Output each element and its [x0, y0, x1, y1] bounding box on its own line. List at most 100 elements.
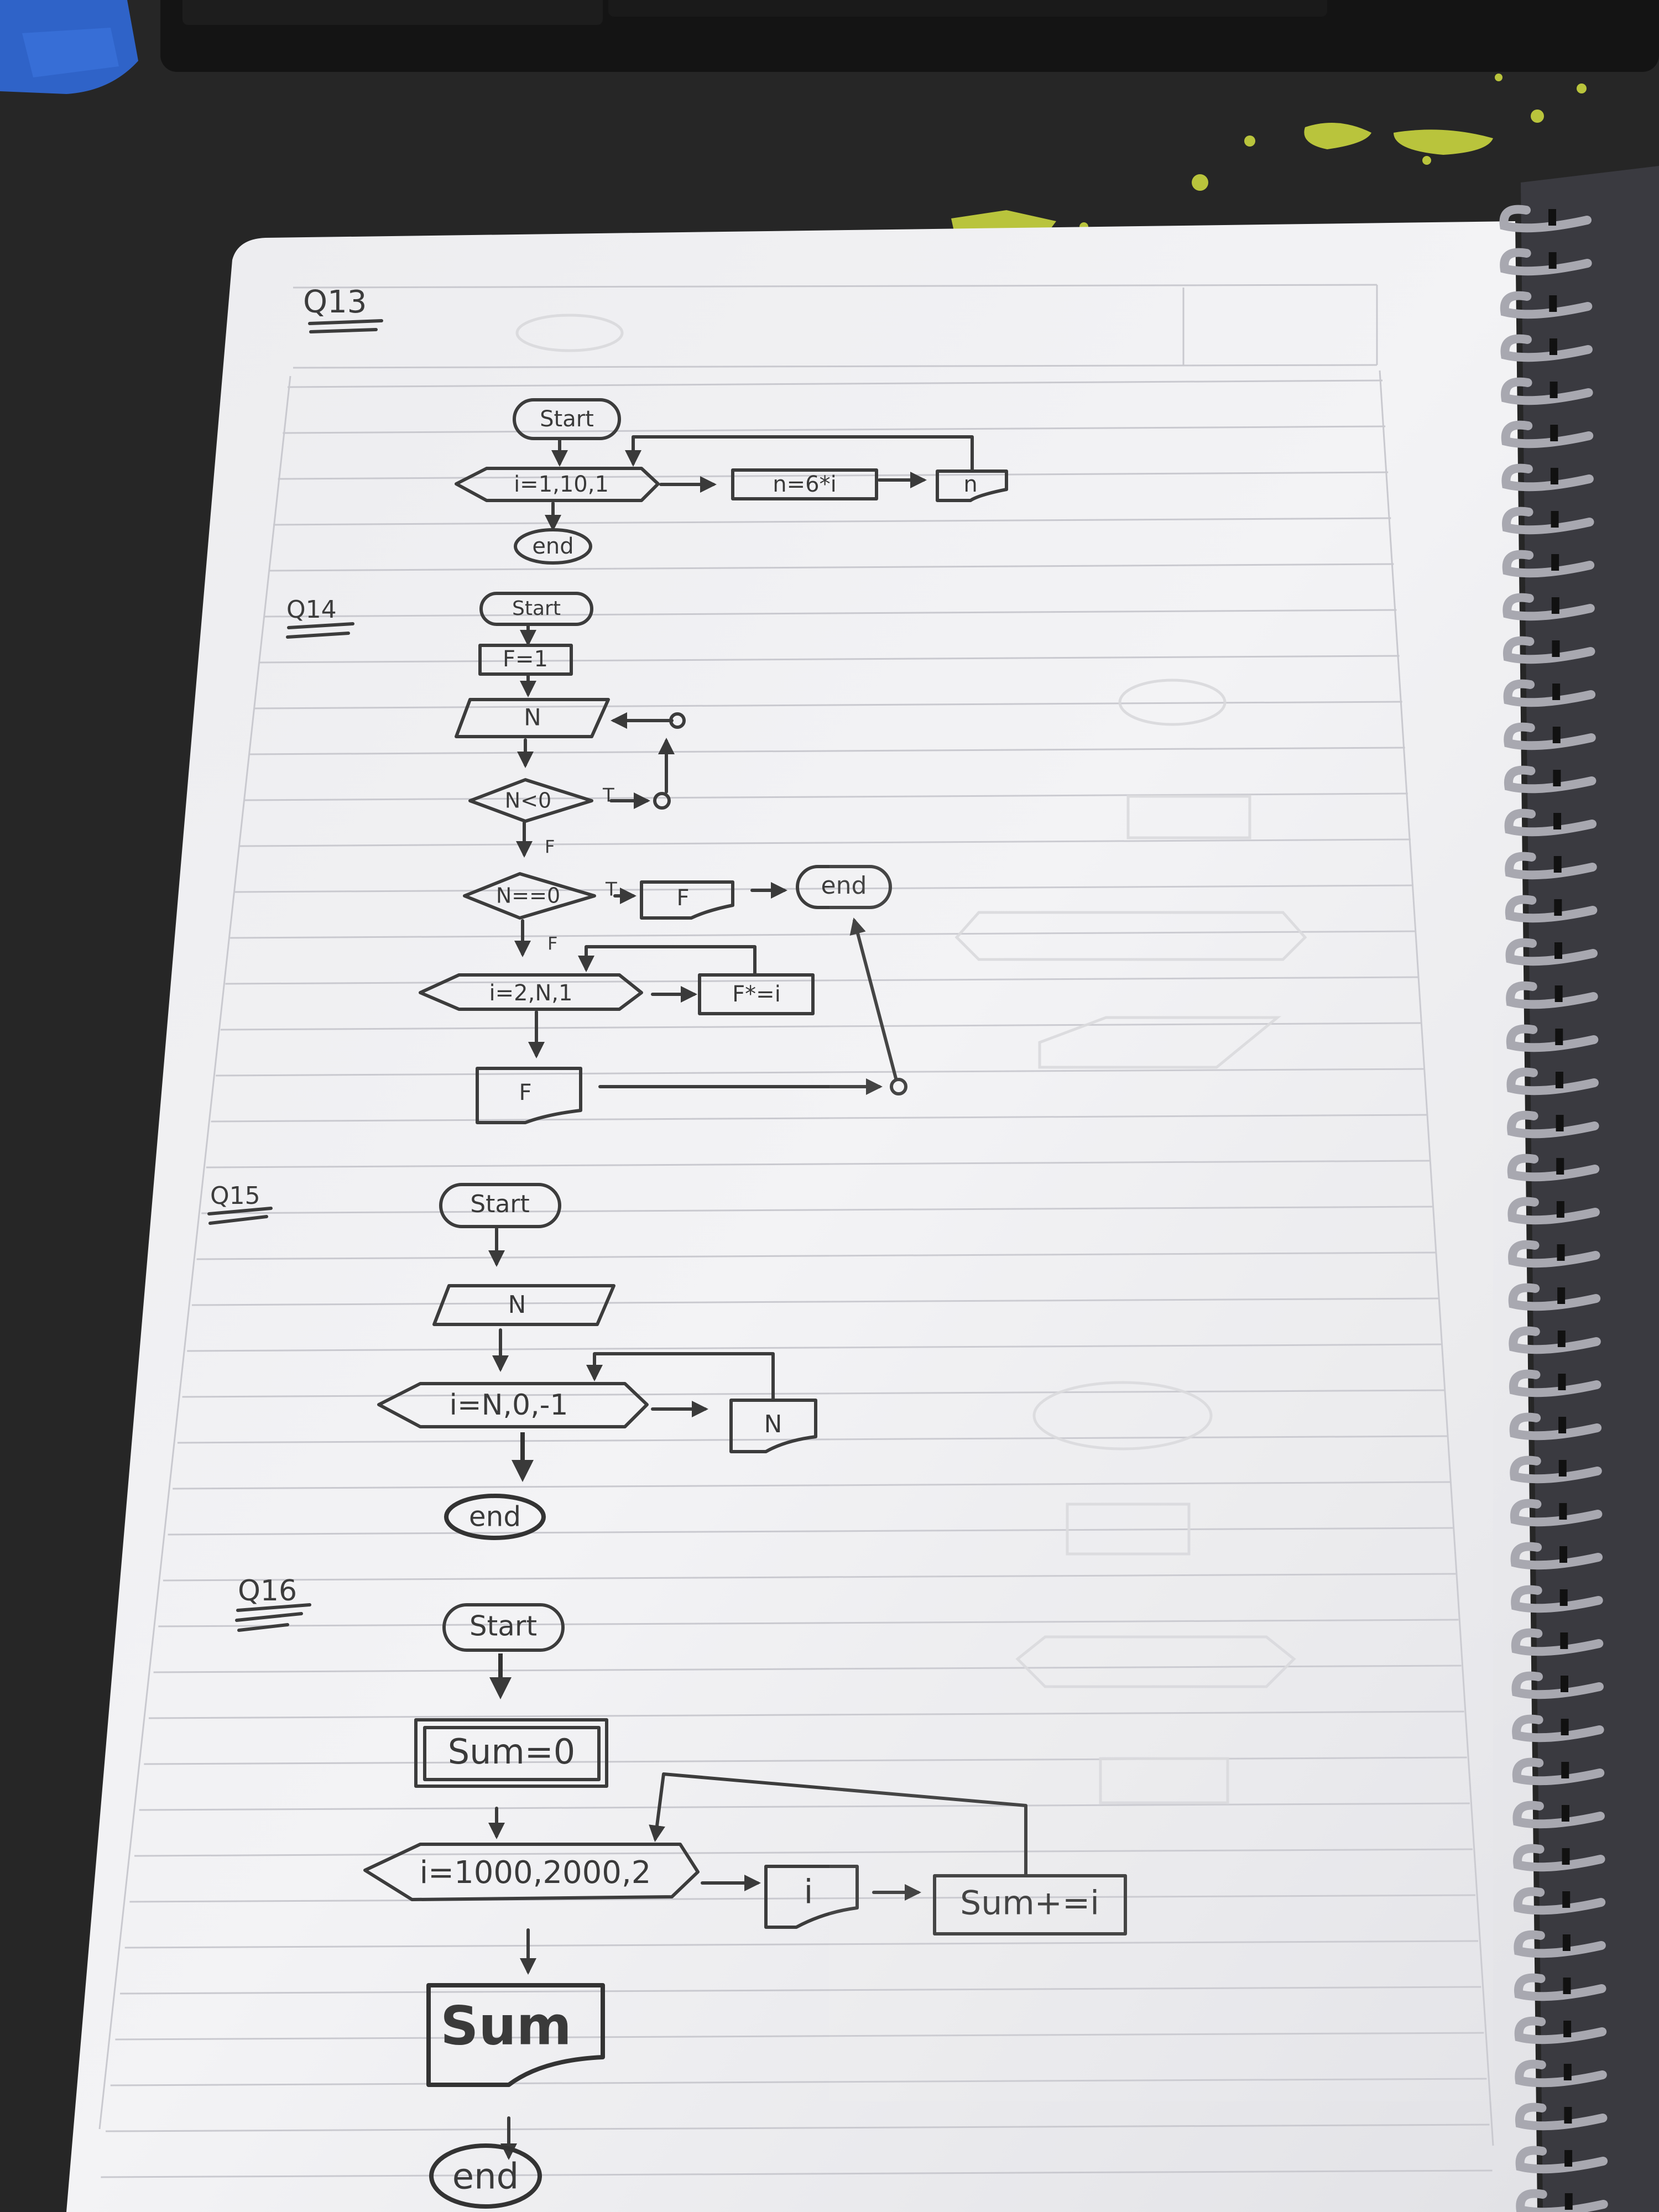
q13-process-box: [731, 468, 878, 500]
rule-line: [254, 701, 1402, 709]
binding-hole: [1563, 1978, 1571, 1994]
spiral-coil: [1513, 1887, 1606, 1915]
rule-line: [173, 1481, 1451, 1490]
q15-start-terminal: [439, 1183, 561, 1228]
rule-line: [287, 379, 1383, 388]
binding-hole: [1559, 1546, 1568, 1563]
rule-line: [244, 792, 1408, 801]
binding-hole: [1564, 2107, 1572, 2124]
binding-edge: [1521, 166, 1659, 2212]
q14-input-text: N: [524, 704, 541, 731]
spiral-coil: [1502, 550, 1595, 578]
binding-hole: [1557, 1244, 1565, 1261]
rule-line: [206, 1160, 1431, 1168]
spiral-coil: [1501, 377, 1593, 405]
q13-label: Q13: [303, 284, 367, 320]
q14-output2-box: [476, 1067, 582, 1124]
q15-label: Q15: [210, 1182, 260, 1210]
q13-process-text: n=6*i: [773, 472, 836, 497]
spiral-coil: [1507, 1154, 1600, 1182]
keyboard: [160, 0, 1659, 72]
binding-hole: [1551, 554, 1559, 571]
q13-flowchart: Q13 Start i=1,10,1 n=6*i n end: [303, 284, 1008, 565]
binding-hole: [1559, 1503, 1567, 1520]
rule-line: [148, 1710, 1464, 1719]
rule-line: [216, 1068, 1425, 1077]
binding-hole: [1556, 1158, 1564, 1175]
q15-start-text: Start: [470, 1190, 530, 1218]
binding-hole: [1560, 1676, 1568, 1692]
q14-decision1-text: N<0: [505, 789, 551, 813]
binding-hole: [1558, 1417, 1567, 1433]
q15-flowchart: Q15 Start N i=N,0,-1 N end: [207, 1182, 817, 1540]
spiral-coil: [1515, 2146, 1608, 2174]
spiral-coil: [1504, 808, 1597, 837]
q14-decision1-false: F: [545, 836, 555, 857]
q14-init-box: [478, 644, 573, 676]
q15-input-parallelogram: [432, 1284, 615, 1326]
q13-loop-text: i=1,10,1: [514, 472, 609, 497]
q14-input-parallelogram: [455, 698, 610, 738]
rule-line: [177, 1435, 1448, 1444]
binding-hole: [1556, 1115, 1564, 1131]
q16-loop-text: i=1000,2000,2: [420, 1855, 651, 1891]
q15-end-text: end: [469, 1501, 521, 1533]
q14-flowchart: Q14 Start F=1 N N<0 T F N==0 T F: [286, 592, 907, 1124]
binding-hole: [1553, 813, 1562, 830]
q15-input-text: N: [508, 1291, 526, 1319]
spiral-coil: [1505, 938, 1598, 966]
binding-hole: [1550, 468, 1558, 484]
spiral-coil: [1505, 895, 1598, 923]
q14-decision2-false: F: [547, 933, 557, 954]
binding-hole: [1556, 1201, 1564, 1218]
q13-output-text: n: [963, 472, 977, 497]
margin-line: [1379, 370, 1494, 2146]
spiral-coil: [1516, 2189, 1608, 2212]
blue-object: [0, 0, 138, 94]
binding-hole: [1563, 2064, 1572, 2080]
spiral-coil: [1500, 291, 1593, 319]
rule-line: [134, 1848, 1473, 1857]
spiral-coil: [1507, 1197, 1600, 1225]
q14-output1-box: [640, 880, 734, 920]
rule-line: [196, 1251, 1436, 1260]
q13-output-box: [936, 469, 1008, 502]
q14-process-text: F*=i: [732, 982, 781, 1007]
q16-output2-box: [426, 1983, 605, 2087]
rule-line: [129, 1894, 1476, 1903]
rule-line: [278, 471, 1389, 480]
binding-hole: [1557, 1331, 1566, 1347]
binding-hole: [1554, 942, 1562, 959]
rule-line: [201, 1206, 1433, 1214]
rule-line: [144, 1756, 1467, 1765]
spiral-coil: [1512, 1714, 1604, 1743]
spiral-coil: [1509, 1412, 1602, 1441]
rule-line: [101, 2169, 1493, 2178]
spiral-coil: [1508, 1240, 1600, 1268]
rule-line: [191, 1297, 1439, 1306]
spiral-coil: [1510, 1499, 1603, 1527]
binding-hole: [1561, 1762, 1569, 1778]
rule-line: [211, 1114, 1428, 1123]
binding-hole: [1548, 209, 1556, 226]
q16-output1-box: [764, 1865, 859, 1929]
rule-line: [153, 1665, 1462, 1673]
q16-process-text: Sum+=i: [960, 1884, 1099, 1923]
spiral-coil: [1500, 334, 1593, 362]
binding-hole: [1554, 899, 1562, 916]
spiral-coil: [1507, 1110, 1599, 1139]
rule-line: [124, 1940, 1479, 1949]
q13-start-terminal: [513, 398, 621, 440]
spiral-coil: [1503, 636, 1595, 664]
q14-start-terminal: [479, 592, 593, 626]
binding-hole: [1563, 2021, 1572, 2037]
q16-end-terminal: [429, 2143, 542, 2209]
q16-output2-text: Sum: [440, 1995, 572, 2057]
q14-end-text: end: [821, 872, 867, 900]
q15-loop-hexagon: [377, 1382, 649, 1428]
spiral-coil: [1504, 765, 1597, 794]
binding-hole: [1562, 1848, 1570, 1865]
spiral-coil: [1511, 1628, 1604, 1656]
q14-start-text: Start: [512, 597, 561, 620]
